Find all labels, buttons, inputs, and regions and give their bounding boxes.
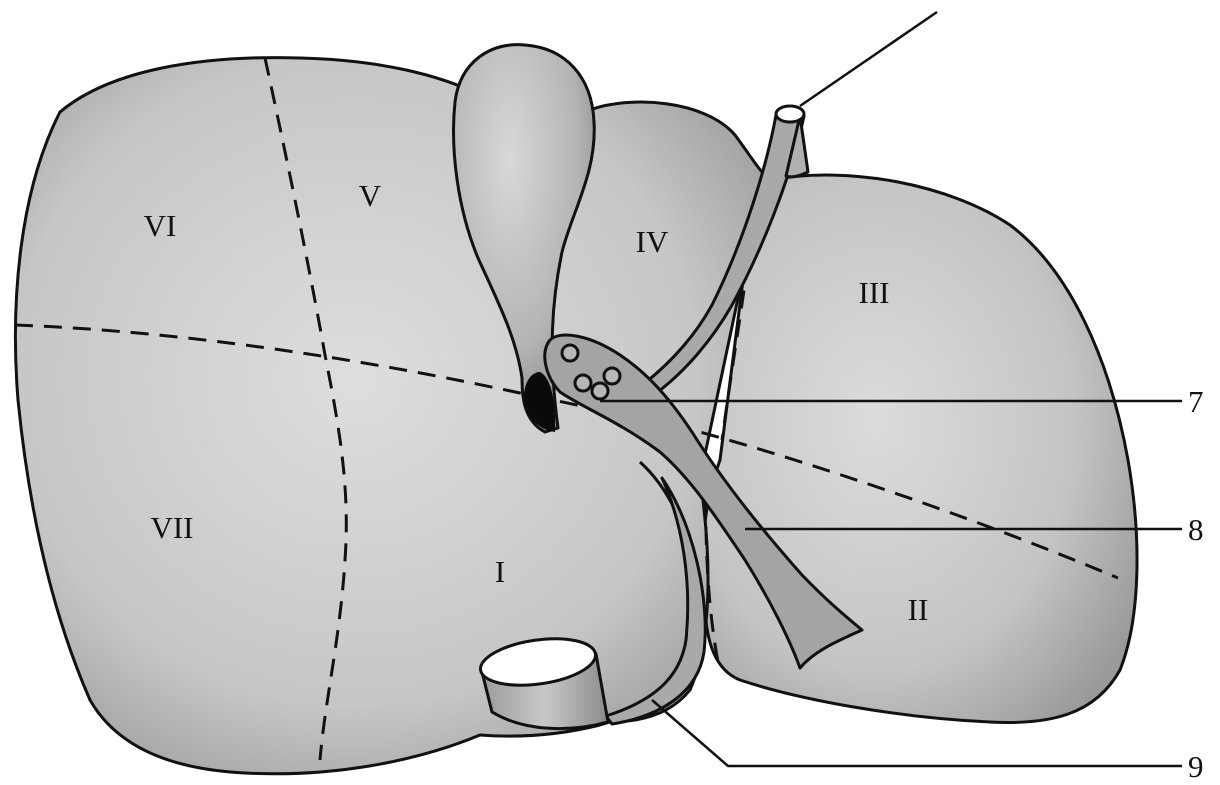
segment-label-v: V bbox=[359, 178, 382, 213]
left-lobe bbox=[703, 175, 1137, 722]
vessel-opening bbox=[604, 368, 620, 384]
segment-label-iv: IV bbox=[636, 224, 669, 259]
segment-label-iii: III bbox=[859, 275, 890, 310]
segment-label-vi: VI bbox=[144, 208, 177, 243]
vessel-opening bbox=[562, 345, 578, 361]
segment-label-ii: II bbox=[908, 592, 929, 627]
callout-9-label: 9 bbox=[1188, 749, 1204, 784]
vessel-opening bbox=[592, 383, 608, 399]
callout-8-label: 8 bbox=[1188, 512, 1204, 547]
segment-label-i: I bbox=[495, 554, 505, 589]
callout-7-label: 7 bbox=[1188, 384, 1204, 419]
ligamentum-teres-opening bbox=[776, 106, 804, 122]
segment-label-vii: VII bbox=[150, 510, 193, 545]
ligamentum-leader-line bbox=[800, 12, 937, 106]
vessel-opening bbox=[575, 375, 591, 391]
